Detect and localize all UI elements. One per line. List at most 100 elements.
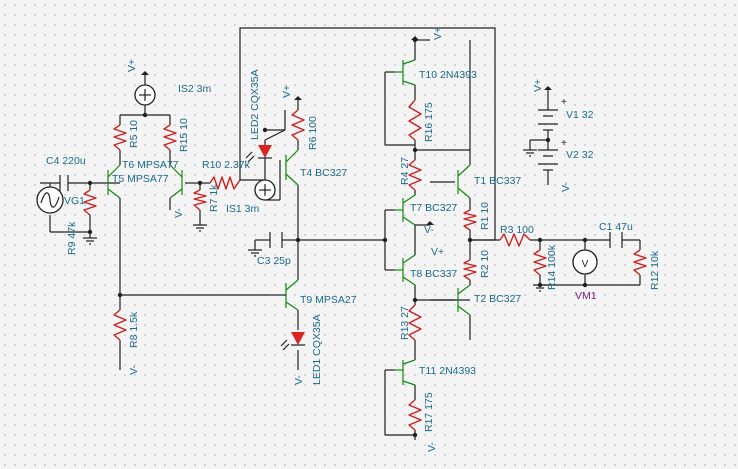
label-r5: R5 10: [128, 120, 140, 148]
label-r17: R17 175: [423, 392, 435, 432]
rail-label-vplus: V+: [432, 27, 444, 40]
rail-label-vminus: V-: [424, 224, 434, 236]
label-r6: R6 100: [307, 116, 319, 150]
label-t8: T8 BC337: [410, 268, 457, 280]
transistor-t10: [395, 59, 416, 86]
ground-icon: [193, 224, 207, 232]
resistor-r8: [113, 309, 127, 341]
rail-arrow-icon: [411, 36, 419, 40]
label-led1: LED1 CQX35A: [311, 314, 323, 385]
label-t1: T1 BC337: [474, 175, 521, 187]
resistor-r2: [463, 259, 477, 281]
rail-label-vminus: V-: [560, 182, 572, 192]
label-r3: R3 100: [500, 224, 534, 236]
rail-label-vminus: V-: [173, 208, 185, 218]
svg-text:V: V: [582, 259, 589, 270]
rail-arrows: [141, 36, 552, 225]
label-t5: T5 MPSA77: [112, 173, 169, 185]
transistor-t8: [395, 254, 416, 286]
signal-generator-vg1-icon: [36, 183, 64, 214]
resistor-r1: [463, 209, 477, 231]
label-r8: R8 1.5k: [128, 311, 140, 348]
transistor-t1: [457, 164, 471, 199]
resistor-r15: [163, 124, 177, 151]
resistor-r10: [209, 176, 241, 190]
transistor-t11: [395, 359, 416, 386]
resistor-r9: [83, 189, 97, 216]
resistors: [83, 99, 647, 431]
label-c1: C1 47u: [599, 221, 633, 233]
capacitor-c1: [609, 232, 623, 248]
rail-arrow-icon: [141, 71, 149, 75]
rail-arrow-icon: [426, 221, 434, 225]
resistor-r13: [408, 304, 422, 341]
label-t4: T4 BC327: [300, 167, 347, 179]
resistor-r3: [499, 233, 531, 247]
ground-icon: [533, 284, 547, 292]
transistor-t5: [169, 164, 183, 199]
resistor-r6: [291, 109, 305, 141]
voltmeter-vm1-icon: V: [572, 249, 598, 275]
current-sources: [134, 84, 276, 201]
rail-arrow-icon: [294, 96, 302, 100]
resistor-r12: [633, 249, 647, 276]
label-r9: R9 47k: [66, 221, 78, 255]
label-c3: C3 25p: [257, 255, 291, 267]
leds: [245, 145, 305, 351]
transistor-t2: [457, 284, 471, 316]
label-r14: R14 100k: [546, 244, 558, 290]
component-labels: IS2 3m R5 10 R15 10 C4 220u T6 MPSA77 T5…: [46, 69, 661, 432]
label-r15: R15 10: [178, 118, 190, 152]
rail-label-vminus: V-: [293, 375, 305, 385]
rail-arrow-icon: [544, 86, 552, 90]
label-is1: IS1 3m: [226, 203, 260, 215]
transistor-t7: [395, 194, 416, 226]
label-vm1: VM1: [575, 290, 597, 302]
label-v2: V2 32: [566, 149, 594, 161]
resistor-r17: [408, 399, 422, 431]
resistor-r7: [193, 189, 207, 211]
label-c4: C4 220u: [46, 155, 86, 167]
ground-icon: [248, 249, 262, 257]
ground-symbols: [83, 149, 547, 292]
transistor-t6: [107, 164, 121, 199]
rail-label-vplus: V+: [431, 246, 444, 258]
rail-label-vminus: V-: [426, 442, 438, 452]
capacitors: [59, 175, 623, 248]
rail-labels: V+ V+ V+ V+ V+ V- V- V- V- V- V-: [126, 27, 572, 452]
svg-text:+: +: [561, 97, 567, 108]
label-t10: T10 2N4393: [419, 69, 477, 81]
svg-text:+: +: [561, 138, 567, 149]
transistor-t4: [285, 149, 299, 186]
led2-icon: [245, 145, 272, 163]
capacitor-c4: [59, 175, 69, 191]
rail-label-vplus: V+: [532, 79, 544, 92]
label-r16: R16 175: [423, 102, 435, 142]
current-source-is2-icon: [134, 84, 156, 106]
label-v1: V1 32: [566, 109, 594, 121]
batteries: + +: [538, 97, 567, 171]
transistors: [107, 59, 471, 386]
label-led2: LED2 CQX35A: [249, 69, 261, 140]
label-t2: T2 BC327: [474, 293, 521, 305]
transistor-t9: [270, 279, 299, 311]
ground-icon: [523, 149, 537, 157]
label-r4: R4 27: [399, 157, 411, 185]
rail-label-vplus: V+: [126, 59, 138, 72]
rail-label-vminus: V-: [128, 365, 140, 375]
ground-icon: [83, 237, 97, 245]
label-is2: IS2 3m: [178, 83, 212, 95]
label-t9: T9 MPSA27: [300, 294, 357, 306]
resistor-r4: [408, 159, 422, 191]
label-t11: T11 2N4393: [419, 365, 476, 377]
rail-label-vplus: V+: [281, 85, 293, 98]
label-t7: T7 BC327: [410, 202, 457, 214]
current-source-is1-icon: [254, 179, 276, 201]
capacitor-c3: [269, 232, 283, 248]
label-r10: R10 2.37k: [202, 159, 251, 171]
label-r2: R2 10: [479, 250, 491, 278]
resistor-r14: [533, 249, 547, 276]
resistor-r16: [408, 99, 422, 141]
